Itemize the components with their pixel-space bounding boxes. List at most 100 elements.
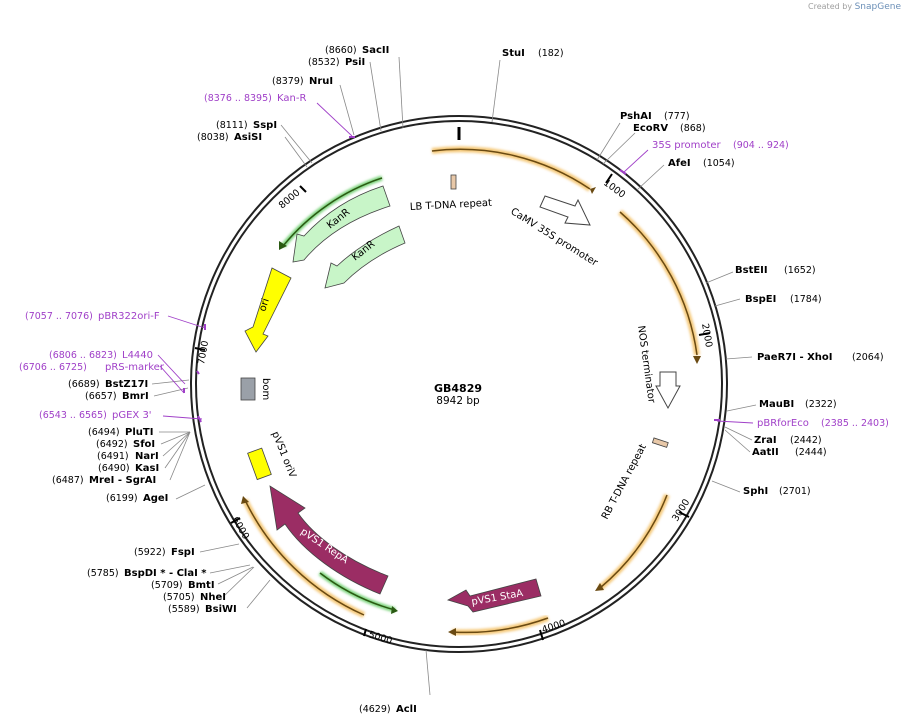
site-fspi-pos: (5922) <box>134 547 166 558</box>
site-ecorv-pos: (868) <box>680 123 706 134</box>
site-bstz17i-pos: (6689) <box>68 379 100 390</box>
site-psii-pos: (8532) <box>308 57 340 68</box>
site-bsiwi: BsiWI <box>205 604 237 615</box>
site-nrui-pos: (8379) <box>272 76 304 87</box>
primer-pbrforeco: pBRforEco <box>757 418 809 429</box>
primer-pgex3: pGEX 3' <box>112 410 152 421</box>
primer-35s-promoter-pos: (904 .. 924) <box>733 140 789 151</box>
kanr-arrow-outer <box>292 185 391 263</box>
pvs1-oriv-label: pVS1 oriV <box>269 430 298 480</box>
site-pluti-pos: (6494) <box>88 427 120 438</box>
site-bspdi-clai-pos: (5785) <box>87 568 119 579</box>
site-aatii: AatII <box>752 447 779 458</box>
primer-l4440: L4440 <box>122 350 153 361</box>
site-agei: AgeI <box>143 493 168 504</box>
bom-box <box>240 377 256 401</box>
primer-pgex3-pos: (6543 .. 6565) <box>39 410 107 421</box>
site-bspdi-clai: BspDI * - ClaI * <box>124 568 207 579</box>
primer-kan-r: Kan-R <box>277 93 306 104</box>
site-zrai: ZraI <box>754 435 777 446</box>
site-bsteii: BstEII <box>735 265 768 276</box>
plasmid-size: 8942 bp <box>436 395 480 407</box>
snapgene-credit: Created by SnapGene <box>808 2 901 12</box>
site-pluti: PluTI <box>125 427 153 438</box>
site-acli-pos: (4629) <box>359 704 391 715</box>
site-bsiwi-pos: (5589) <box>168 604 200 615</box>
site-kasi-pos: (6490) <box>98 463 130 474</box>
kanr-arcs <box>279 175 398 614</box>
primer-pbr322ori-f: pBR322ori-F <box>98 311 160 322</box>
primer-pbrforeco-pos: (2385 .. 2403) <box>821 418 889 429</box>
site-sfoi-pos: (6492) <box>96 439 128 450</box>
primer-pbr322ori-f-pos: (7057 .. 7076) <box>25 311 93 322</box>
site-bsteii-pos: (1652) <box>784 265 816 276</box>
rb-tdna-repeat-box <box>651 437 669 448</box>
site-labels: StuI (182) PshAI (777) EcoRV (868) AfeI … <box>52 45 884 715</box>
primer-prs-marker-pos: (6706 .. 6725) <box>19 362 87 373</box>
site-sacii: SacII <box>362 45 389 56</box>
ori-label: ori <box>257 297 271 313</box>
site-aatii-pos: (2444) <box>795 447 827 458</box>
site-bmti-pos: (5709) <box>151 580 183 591</box>
pvs1-oriv-box <box>247 447 272 481</box>
bom-label: bom <box>260 378 271 400</box>
site-stui: StuI <box>502 48 525 59</box>
rb-tdna-repeat-label: RB T-DNA repeat <box>600 442 649 521</box>
site-sphi-pos: (2701) <box>779 486 811 497</box>
primer-prs-marker: pRS-marker <box>105 362 165 373</box>
site-bstz17i: BstZ17I <box>105 379 148 390</box>
site-mrei-sgrai: MreI - SgrAI <box>89 475 156 486</box>
primer-labels: 35S promoter (904 .. 924) pBRforEco (238… <box>19 93 889 429</box>
site-acli: AclI <box>396 704 417 715</box>
site-nari: NarI <box>135 451 159 462</box>
ori-arrow <box>244 267 292 353</box>
site-pshai: PshAI <box>620 111 652 122</box>
orf-arcs <box>241 146 701 636</box>
site-bspei: BspEI <box>745 294 776 305</box>
kanr-arrow-inner <box>324 225 406 289</box>
site-mrei-sgrai-pos: (6487) <box>52 475 84 486</box>
primer-l4440-pos: (6806 .. 6823) <box>49 350 117 361</box>
site-pshai-pos: (777) <box>664 111 690 122</box>
site-afei: AfeI <box>668 158 691 169</box>
site-bmri-pos: (6657) <box>85 391 117 402</box>
tick-1000: 1000 <box>601 178 627 201</box>
site-agei-pos: (6199) <box>106 493 138 504</box>
site-sphi: SphI <box>743 486 768 497</box>
tick-7000: 7000 <box>196 340 211 366</box>
pvs1-repa-arrow <box>269 485 389 595</box>
site-nari-pos: (6491) <box>97 451 129 462</box>
camv-35s-promoter-arrow <box>539 195 591 226</box>
lb-tdna-repeat-label: LB T-DNA repeat <box>410 198 493 213</box>
site-afei-pos: (1054) <box>703 158 735 169</box>
site-fspi: FspI <box>171 547 195 558</box>
site-bmri: BmrI <box>122 391 149 402</box>
nos-terminator-arrow <box>655 371 681 410</box>
primer-leaders <box>157 102 754 424</box>
site-nrui: NruI <box>309 76 333 87</box>
site-asisi-pos: (8038) <box>197 132 229 143</box>
nos-terminator-label: NOS terminator <box>635 325 657 405</box>
site-paer7i-xhoi-pos: (2064) <box>852 352 884 363</box>
lb-tdna-repeat-box <box>450 174 457 190</box>
site-nhei: NheI <box>200 592 226 603</box>
site-kasi: KasI <box>135 463 159 474</box>
site-psii: PsiI <box>345 57 365 68</box>
site-zrai-pos: (2442) <box>790 435 822 446</box>
site-maubi: MauBI <box>759 399 794 410</box>
tick-2000: 2000 <box>699 323 714 349</box>
site-sfoi: SfoI <box>133 439 155 450</box>
snapgene-logo: SnapGene <box>854 2 901 12</box>
primer-kan-r-pos: (8376 .. 8395) <box>204 93 272 104</box>
backbone-inner <box>195 120 723 648</box>
site-leaders <box>151 56 757 696</box>
site-sspi: SspI <box>253 120 277 131</box>
site-sspi-pos: (8111) <box>216 120 248 131</box>
tick-5000: 5000 <box>367 629 393 647</box>
camv-35s-promoter-label: CaMV 35S promoter <box>508 206 600 269</box>
pvs1-staa-arrow <box>446 578 542 613</box>
plasmid-name: GB4829 <box>434 382 482 395</box>
site-bmti: BmtI <box>188 580 215 591</box>
site-stui-pos: (182) <box>538 48 564 59</box>
